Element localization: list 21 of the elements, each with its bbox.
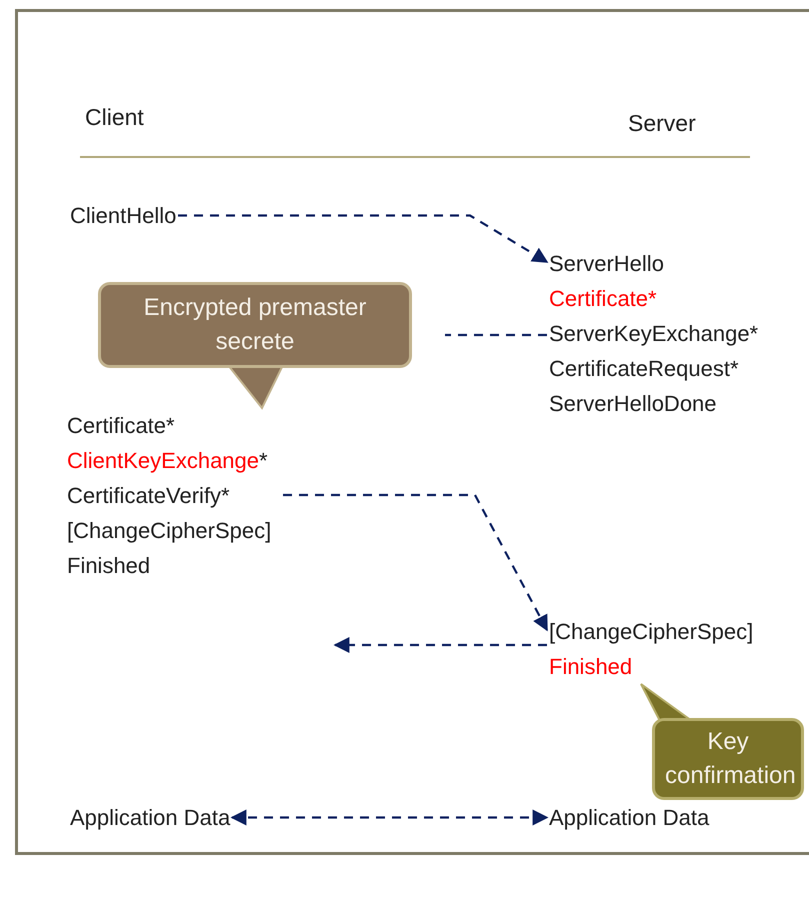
arrow (178, 214, 548, 263)
message-text: [ChangeCipherSpec] (549, 618, 754, 646)
message-text: ClientKeyExchange* (67, 447, 269, 475)
arrow (333, 637, 547, 653)
arrow (230, 810, 549, 826)
lifeline-heading: Server (628, 110, 696, 137)
message-text: ServerHelloDone (549, 390, 718, 418)
message-text: Finished (549, 653, 634, 681)
message-text: Application Data (70, 804, 230, 832)
message-text: [ChangeCipherSpec] (67, 517, 272, 545)
arrow (283, 494, 548, 632)
message-text: Finished (67, 552, 152, 580)
message-text: CertificateRequest* (549, 355, 740, 383)
message-text: Certificate* (67, 412, 176, 440)
message-text: ClientHello (70, 202, 176, 230)
message-text: ServerHello (549, 250, 665, 278)
message-text: ServerKeyExchange* (549, 320, 758, 348)
lifeline-heading: Client (85, 104, 144, 131)
message-text: Application Data (549, 804, 710, 832)
message-text: Certificate* (549, 285, 658, 313)
message-text: CertificateVerify* (67, 482, 231, 510)
